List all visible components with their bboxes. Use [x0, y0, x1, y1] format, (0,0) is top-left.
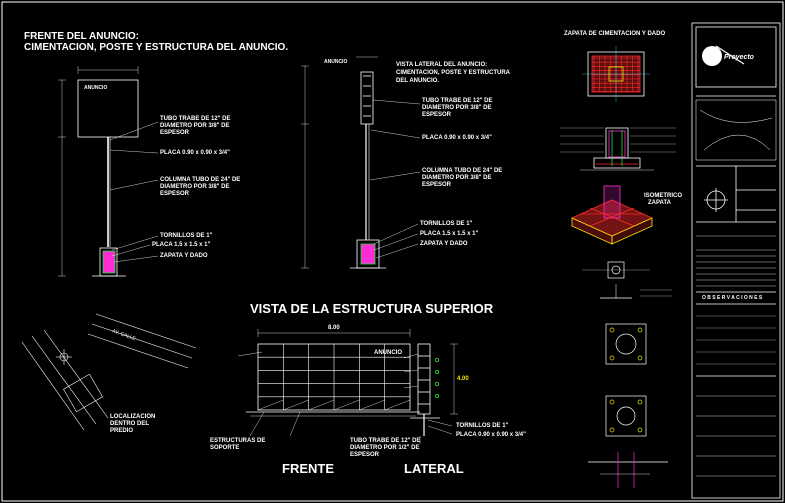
- side-view-drawing: [301, 56, 421, 269]
- upper-width-dimension: 8.00: [328, 325, 340, 331]
- footing-isometric: [571, 185, 653, 245]
- front-view-drawing: [58, 66, 159, 277]
- front-footing-label: ZAPATA Y DADO: [160, 253, 208, 259]
- front-tube-label-1: TUBO TRABE DE 12" DE: [160, 116, 231, 122]
- upper-tube-label-1: TUBO TRABE DE 12" DE: [350, 438, 421, 444]
- title-block: [691, 22, 781, 499]
- location-map: [21, 313, 197, 431]
- front-column-label-1: COLUMNA TUBO DE 24" DE: [160, 177, 241, 183]
- side-base-plate-label: PLACA 1.5 x 1.5 x 1": [420, 231, 479, 237]
- street-label-1: AV. CALLE: [111, 328, 137, 342]
- support-label-1: ESTRUCTURAS DE: [210, 438, 266, 444]
- sheet-title-line-2: CIMENTACION, POSTE Y ESTRUCTURA DEL ANUN…: [24, 42, 289, 53]
- front-tube-label-2: DIAMETRO POR 3/8" DE: [160, 123, 230, 129]
- side-title-line-2: CIMENTACION, POSTE Y ESTRUCTURA: [396, 70, 511, 76]
- upper-structure-side: [403, 343, 458, 444]
- front-column-label-2: DIAMETRO POR 3/8" DE: [160, 184, 230, 190]
- upper-sign-label: ANUNCIO: [374, 350, 402, 356]
- location-label-3: PREDIO: [110, 428, 134, 434]
- upper-plate-label: PLACA 0.90 x 0.90 x 3/4": [456, 432, 526, 438]
- svg-text:AV. CALLE: AV. CALLE: [111, 328, 137, 342]
- footing-section: [560, 127, 676, 171]
- location-label-1: LOCALIZACION: [110, 414, 156, 420]
- footing-plan: [582, 46, 650, 102]
- support-label-2: SOPORTE: [210, 445, 240, 451]
- upper-structure-front: [237, 329, 420, 437]
- side-caption: LATERAL: [404, 461, 464, 476]
- side-plate-label: PLACA 0.90 x 0.90 x 3/4": [422, 135, 492, 141]
- front-plate-label: PLACA 0.90 x 0.90 x 3/4": [160, 150, 230, 156]
- side-tube-label-2: DIAMETRO POR 3/8" DE: [422, 105, 492, 111]
- anchor-detail: [582, 261, 672, 299]
- front-column-label-3: ESPESOR: [160, 191, 190, 197]
- side-tube-label-1: TUBO TRABE DE 12" DE: [422, 98, 493, 104]
- side-column-label-3: ESPESOR: [422, 182, 452, 188]
- upper-bolts-label: TORNILLOS DE 1": [456, 423, 509, 429]
- sheet-title-line-1: FRENTE DEL ANUNCIO:: [24, 31, 139, 42]
- front-base-plate-label: PLACA 1.5 x 1.5 x 1": [152, 242, 211, 248]
- upper-tube-label-2: DIAMETRO POR 1/2" DE: [350, 445, 420, 451]
- front-bolts-label: TORNILLOS DE 1": [160, 233, 213, 239]
- side-sign-profile: [360, 71, 374, 125]
- side-bolts-label: TORNILLOS DE 1": [420, 221, 473, 227]
- side-footing-label: ZAPATA Y DADO: [420, 241, 468, 247]
- side-title-line-3: DEL ANUNCIO.: [396, 78, 440, 84]
- upper-tube-label-3: ESPESOR: [350, 452, 380, 458]
- footing-title: ZAPATA DE CIMENTACION Y DADO: [564, 31, 666, 37]
- isometric-label-2: ZAPATA: [648, 200, 671, 206]
- upper-structure-title: VISTA DE LA ESTRUCTURA SUPERIOR: [250, 301, 494, 316]
- location-label-2: DENTRO DEL: [110, 421, 149, 427]
- front-tube-label-3: ESPESOR: [160, 130, 190, 136]
- firm-name: Proyecto: [724, 54, 754, 61]
- front-caption: FRENTE: [282, 461, 334, 476]
- isometric-label-1: ISOMETRICO: [644, 193, 683, 199]
- side-column-label-2: DIAMETRO POR 3/8" DE: [422, 175, 492, 181]
- side-tube-label-3: ESPESOR: [422, 112, 452, 118]
- firm-logo-icon: [702, 45, 745, 66]
- side-column-label-1: COLUMNA TUBO DE 24" DE: [422, 168, 503, 174]
- side-sign-label: ANUNCIO: [324, 59, 348, 65]
- front-sign-label: ANUNCIO: [84, 85, 108, 91]
- base-plate-detail: [588, 323, 668, 488]
- side-title-line-1: VISTA LATERAL DEL ANUNCIO:: [396, 62, 488, 68]
- upper-height-dimension: 4.00: [457, 376, 469, 382]
- observations-heading: O B S E R V A C I O N E S: [702, 295, 763, 301]
